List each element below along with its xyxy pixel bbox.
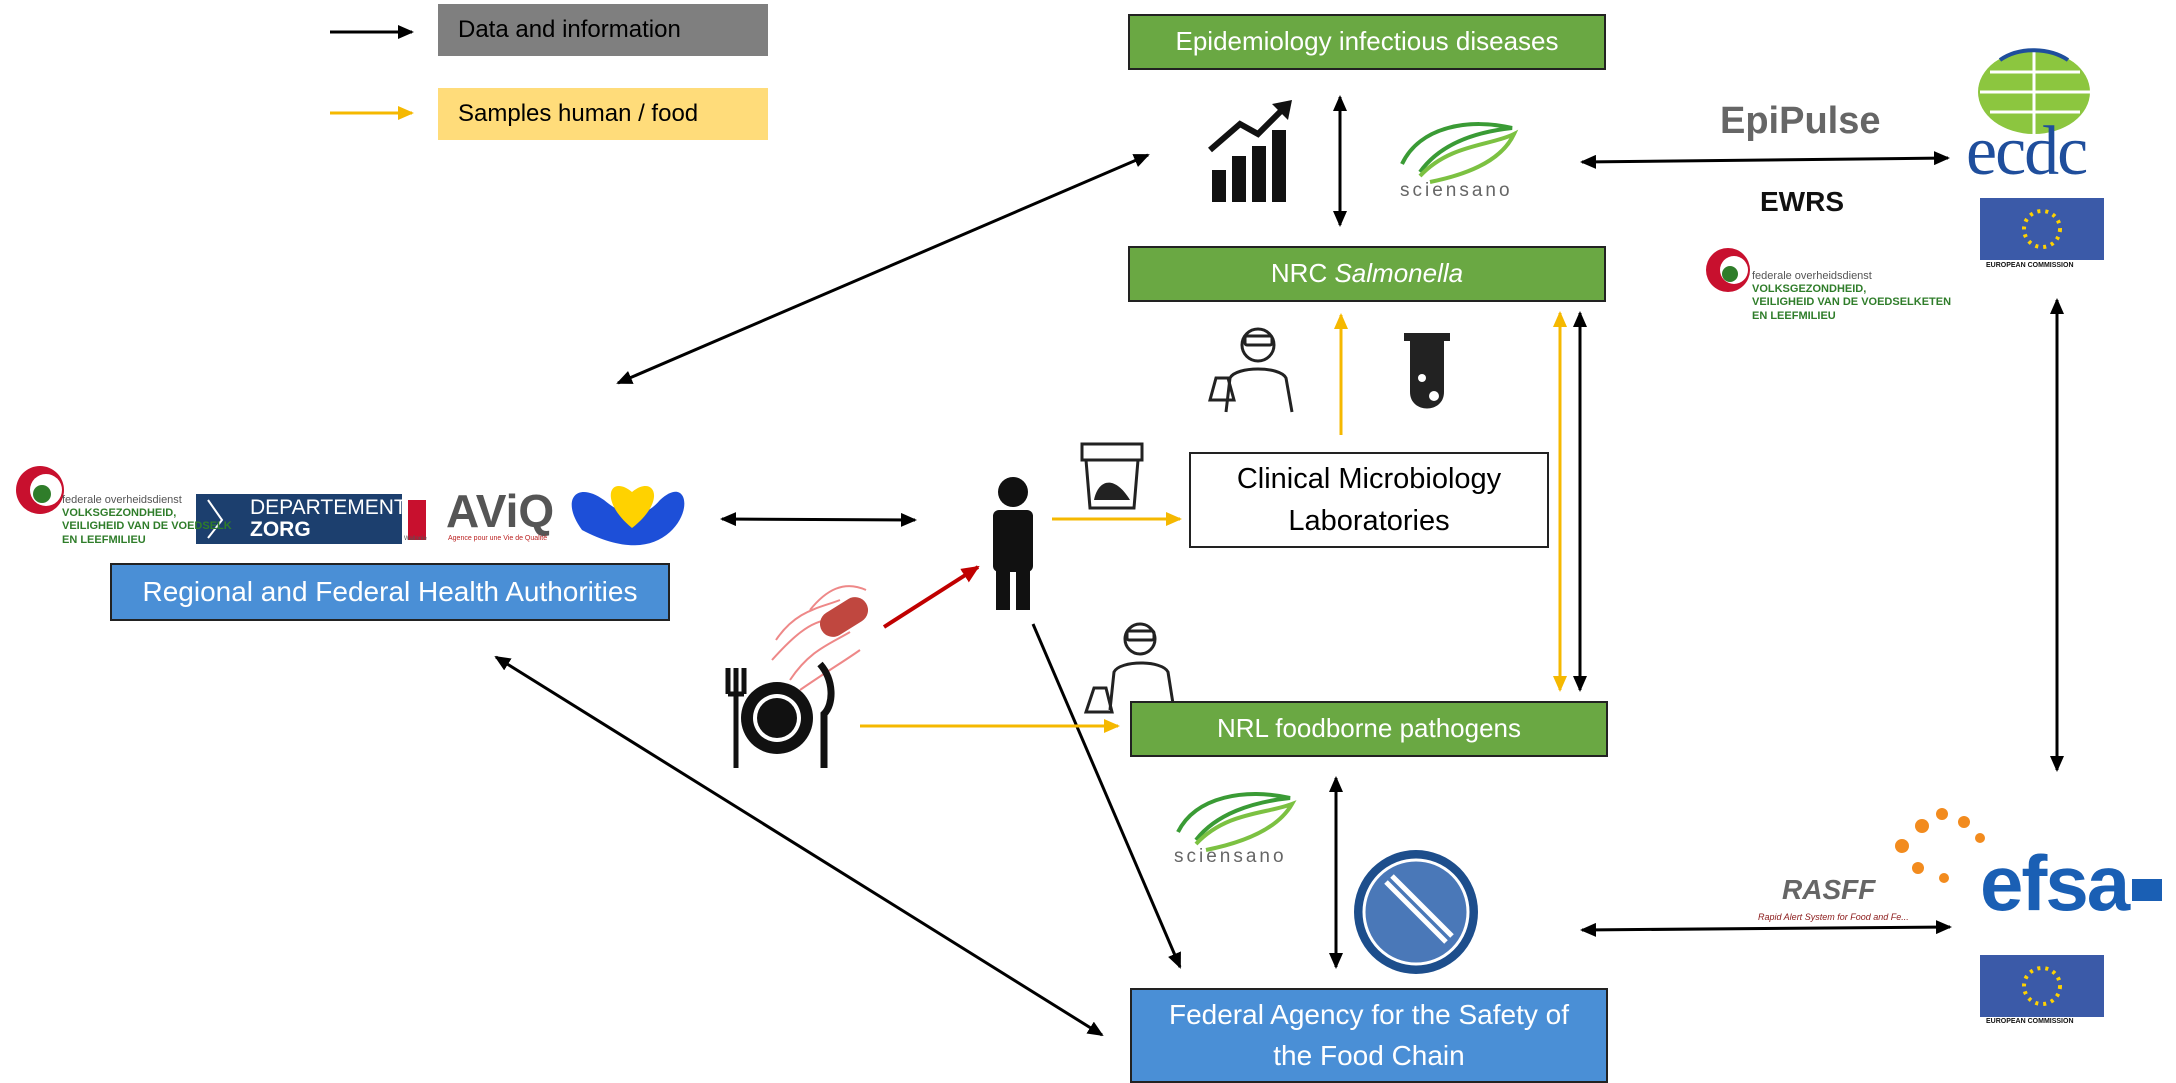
favv-label: Federal Agency for the Safety of the Foo… <box>1168 998 1569 1071</box>
fod-right-line2: VOLKSGEZONDHEID, <box>1752 283 1867 296</box>
nrl-box: NRL foodborne pathogens <box>1130 701 1608 757</box>
fod-logo-right-text: federale overheidsdienst VOLKSGEZONDHEID… <box>1752 270 1951 323</box>
food-agency-icon <box>1354 850 1478 974</box>
efsa-stars-icon <box>1895 808 1985 883</box>
brussels-logo <box>571 486 685 546</box>
sciensano-logo-bottom <box>1176 792 1297 852</box>
fod-logo-swirl-left <box>16 466 64 514</box>
fod-right-line1: federale overheidsdienst <box>1752 270 1872 282</box>
fod-left-line3: VEILIGHEID VAN DE VOEDSELK <box>62 520 232 533</box>
ecdc-wordmark: ecdc <box>1966 113 2088 190</box>
fod-left-line1: federale overheidsdienst <box>62 494 182 506</box>
legend-samples-label: Samples human / food <box>458 100 699 127</box>
sciensano-wordmark-top: sciensano <box>1400 180 1513 201</box>
epidemiology-label: Epidemiology infectious diseases <box>1175 26 1559 57</box>
ewrs-label: EWRS <box>1760 186 1844 217</box>
legend-data-label: Data and information <box>458 16 681 43</box>
fod-right-line4: EN LEEFMILIEU <box>1752 309 1836 322</box>
arrow-authorities-favv <box>494 655 1104 1037</box>
ec-label-top: EUROPEAN COMMISSION <box>1986 262 2074 269</box>
bacteria-icon <box>771 585 869 691</box>
health-authorities-box: Regional and Federal Health Authorities <box>110 563 670 621</box>
fod-logo-swirl-right <box>1706 248 1750 292</box>
health-authorities-label: Regional and Federal Health Authorities <box>142 575 638 607</box>
ecdc-globe-icon <box>1978 48 2090 134</box>
person-icon <box>993 477 1033 610</box>
nrc-italic: Salmonella <box>1334 258 1464 289</box>
eu-flag-icon <box>1980 198 2104 260</box>
bar-chart-icon <box>1208 100 1292 202</box>
departement-label: DEPARTEMENT <box>250 496 407 519</box>
eu-flag-icon-efsa <box>1980 879 2162 1017</box>
nrl-label: NRL foodborne pathogens <box>1216 713 1522 744</box>
arrow-sciensano-ecdc <box>1580 151 1950 169</box>
epipulse-label: EpiPulse <box>1720 100 1881 142</box>
arrow-authorities-epidemiology <box>616 153 1150 385</box>
zorg-label: ZORG <box>250 518 311 541</box>
ec-label-bottom: EUROPEAN COMMISSION <box>1986 1018 2074 1025</box>
rasff-subtitle: Rapid Alert System for Food and Fe... <box>1758 912 1909 922</box>
wallonie-label: Wallonie <box>404 536 427 542</box>
epidemiology-box: Epidemiology infectious diseases <box>1128 14 1606 70</box>
efsa-wordmark: efsa <box>1980 839 2130 927</box>
arrow-bacteria-person <box>882 565 980 629</box>
fod-left-line2: VOLKSGEZONDHEID, <box>62 507 177 520</box>
aviq-wordmark: AViQ <box>446 485 555 537</box>
arrow-favv-efsa <box>1580 920 1952 937</box>
stool-sample-icon <box>1080 442 1144 510</box>
sciensano-logo-top <box>1400 122 1519 184</box>
sciensano-wordmark-bottom: sciensano <box>1174 846 1287 867</box>
nrc-label: NRC Salmonella <box>1271 255 1463 293</box>
clinical-label: Clinical Microbiology Laboratories <box>1236 462 1502 537</box>
clinical-lab-box: Clinical Microbiology Laboratories <box>1189 452 1549 548</box>
scientist-icon <box>1208 327 1294 413</box>
plate-icon <box>725 661 835 768</box>
departement-zorg-logo <box>196 494 426 544</box>
aviq-subtitle: Agence pour une Vie de Qualité <box>448 535 548 542</box>
test-tube-icon <box>1404 333 1450 409</box>
legend-data: Data and information <box>438 4 768 56</box>
rasff-wordmark: RASFF <box>1782 874 1876 905</box>
favv-box: Federal Agency for the Safety of the Foo… <box>1130 988 1608 1083</box>
fod-logo-left-text: federale overheidsdienst VOLKSGEZONDHEID… <box>62 494 232 547</box>
scientist-icon-nrl <box>1083 622 1176 714</box>
fod-left-line4: EN LEEFMILIEU <box>62 533 146 546</box>
arrow-person-favv <box>1031 623 1182 969</box>
legend-samples: Samples human / food <box>438 88 768 140</box>
nrc-salmonella-box: NRC Salmonella <box>1128 246 1606 302</box>
arrow-authorities-person <box>720 512 917 527</box>
nrc-prefix: NRC <box>1270 258 1335 289</box>
fod-right-line3: VEILIGHEID VAN DE VOEDSELKETEN <box>1752 296 1952 309</box>
